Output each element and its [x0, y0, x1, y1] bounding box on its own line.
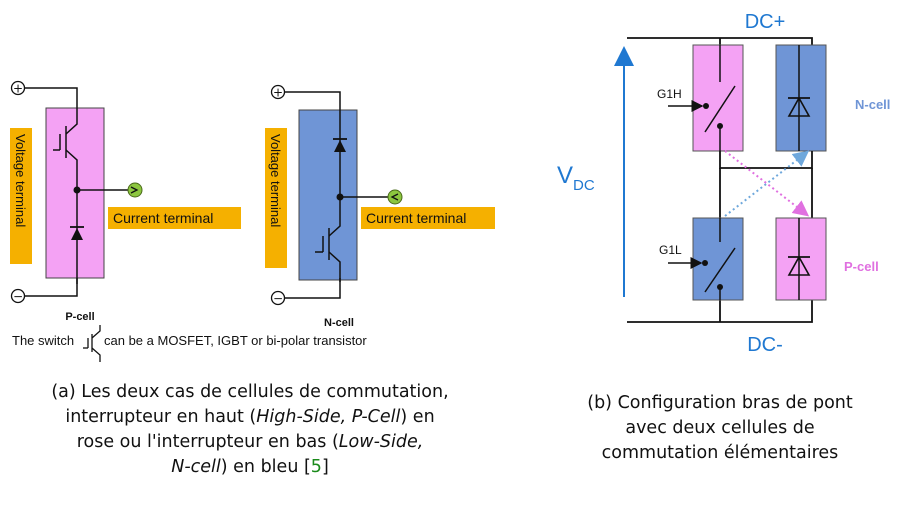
caption-a-line3: rose ou l'interrupteur en bas (Low-Side, — [76, 432, 424, 452]
current-terminal-label-p: Current terminal — [113, 210, 213, 226]
high-side-switch-box — [692, 44, 744, 152]
low-side-gate-dot — [702, 260, 708, 266]
p-cell-diagram: Voltage terminal + Current terminal − — [10, 80, 241, 323]
voltage-terminal-label-p: Voltage terminal — [13, 134, 28, 227]
n-cell-top-wire — [284, 91, 341, 112]
minus-terminal-n — [270, 290, 286, 306]
caption-a-line4: N-cell) en bleu [5] — [171, 457, 329, 477]
n-cell-tag: N-cell — [855, 97, 890, 112]
minus-symbol-p: − — [13, 290, 23, 304]
caption-a-line1: (a) Les deux cas de cellules de commutat… — [51, 382, 449, 402]
voltage-terminal-label-n: Voltage terminal — [268, 134, 283, 227]
top-diode — [787, 45, 811, 151]
n-cell-bottom-wire — [284, 278, 341, 299]
g1h-label: G1H — [657, 87, 682, 101]
current-terminal-box-n — [361, 207, 495, 229]
vdc-label: VDC — [557, 162, 595, 194]
citation-ref[interactable]: 5 — [310, 457, 322, 477]
n-cell-diode — [333, 112, 347, 197]
p-cell-box — [45, 107, 105, 279]
low-side-contact — [717, 284, 723, 290]
current-node-p — [127, 182, 143, 198]
p-cell-bottom-wire — [24, 278, 78, 297]
switch-note: The switch can be a MOSFET, IGBT or bi-p… — [12, 325, 367, 362]
current-node-arrow-p — [130, 186, 139, 194]
voltage-terminal-box-n — [265, 128, 287, 268]
caption-b-line1: (b) Configuration bras de pont — [587, 393, 853, 413]
caption-a-line2: interrupteur en haut (High-Side, P-Cell)… — [65, 407, 435, 427]
minus-terminal-p — [10, 288, 26, 304]
caption-b-line2: avec deux cellules de — [625, 418, 815, 438]
current-terminal-label-n: Current terminal — [366, 210, 466, 226]
high-side-gate-dot — [703, 103, 709, 109]
switch-note-before: The switch — [12, 333, 74, 348]
n-cell-label: N-cell — [324, 317, 354, 329]
current-node-arrow-n — [390, 193, 399, 201]
p-cell-diode — [70, 190, 84, 284]
switch-note-after: can be a MOSFET, IGBT or bi-polar transi… — [104, 333, 367, 348]
bridge-leg-diagram: DC+ DC- VDC G1H N-cell — [557, 11, 890, 356]
high-side-switch — [704, 45, 736, 151]
cross-arrow-pink — [724, 150, 810, 217]
dc-plus-label: DC+ — [745, 11, 786, 33]
bottom-diode — [787, 218, 811, 300]
dc-minus-rail — [627, 300, 813, 323]
minus-symbol-n: − — [273, 292, 283, 306]
g1l-label: G1L — [659, 243, 682, 257]
caption-b: (b) Configuration bras de pont avec deux… — [545, 391, 895, 466]
current-node-n — [387, 189, 403, 205]
p-cell-label: P-cell — [65, 311, 94, 323]
vdc-sub: DC — [573, 177, 595, 194]
voltage-terminal-box-p — [10, 128, 32, 264]
dc-plus-rail — [627, 37, 813, 45]
high-side-contact — [717, 123, 723, 129]
plus-symbol-p: + — [13, 82, 23, 96]
caption-b-line3: commutation élémentaires — [601, 443, 839, 463]
current-terminal-box-p — [108, 207, 241, 229]
n-cell-box — [298, 109, 358, 281]
p-cell-top-wire — [24, 87, 78, 112]
transistor-icon — [83, 325, 101, 362]
n-cell-diagram: Voltage terminal + Current terminal − N-… — [265, 84, 495, 329]
p-cell-switch — [53, 112, 78, 190]
caption-a: (a) Les deux cas de cellules de commutat… — [0, 380, 500, 480]
dc-minus-label: DC- — [747, 334, 783, 356]
vdc-main: V — [557, 162, 573, 189]
plus-symbol-n: + — [273, 86, 283, 100]
cross-arrow-blue — [724, 150, 810, 217]
n-cell-switch — [315, 197, 341, 282]
midpoint-wire — [719, 151, 813, 169]
p-cell-tag: P-cell — [844, 259, 879, 274]
